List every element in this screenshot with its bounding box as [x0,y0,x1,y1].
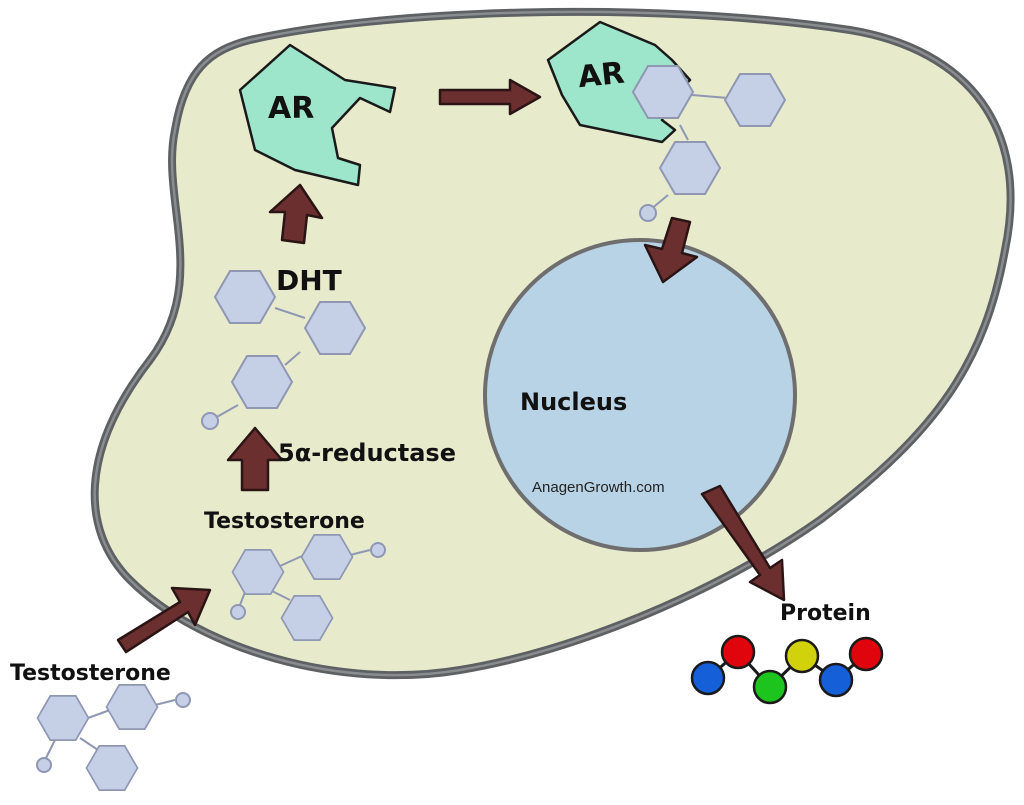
arrow-entry [116,586,212,654]
arrow-binding [438,78,542,116]
protein-bead [720,634,756,670]
receptor-right-label: AR [576,56,626,96]
protein-label: Protein [780,601,871,626]
arrow-to-dht [226,426,284,492]
dht-label: DHT [276,264,342,297]
arrow-to-protein [700,484,786,602]
arrow-to-receptor [268,183,324,245]
arrow-to-nucleus [643,216,699,284]
protein-bead [818,662,854,698]
testosterone-inside-label: Testosterone [204,509,365,534]
androgen-receptor-icon [238,43,397,187]
receptor-left-label: AR [268,91,314,126]
enzyme-label: 5α-reductase [278,439,456,467]
cell-membrane-inner [93,10,1012,677]
protein-bead [848,636,884,672]
testosterone-outside-label: Testosterone [10,661,171,686]
nucleus-circle [483,238,797,552]
dht-molecule-icon [201,270,366,430]
protein-bead [784,638,820,674]
protein-bead [752,669,788,705]
testosterone-inside-molecule-icon [230,534,386,641]
testosterone-outside-molecule-icon [36,684,191,791]
nucleus-label: Nucleus [520,388,627,416]
protein-chain-icon [690,634,884,705]
protein-bead [690,660,726,696]
dht-bound-molecule-icon [632,65,786,222]
watermark-text: AnagenGrowth.com [532,479,665,496]
